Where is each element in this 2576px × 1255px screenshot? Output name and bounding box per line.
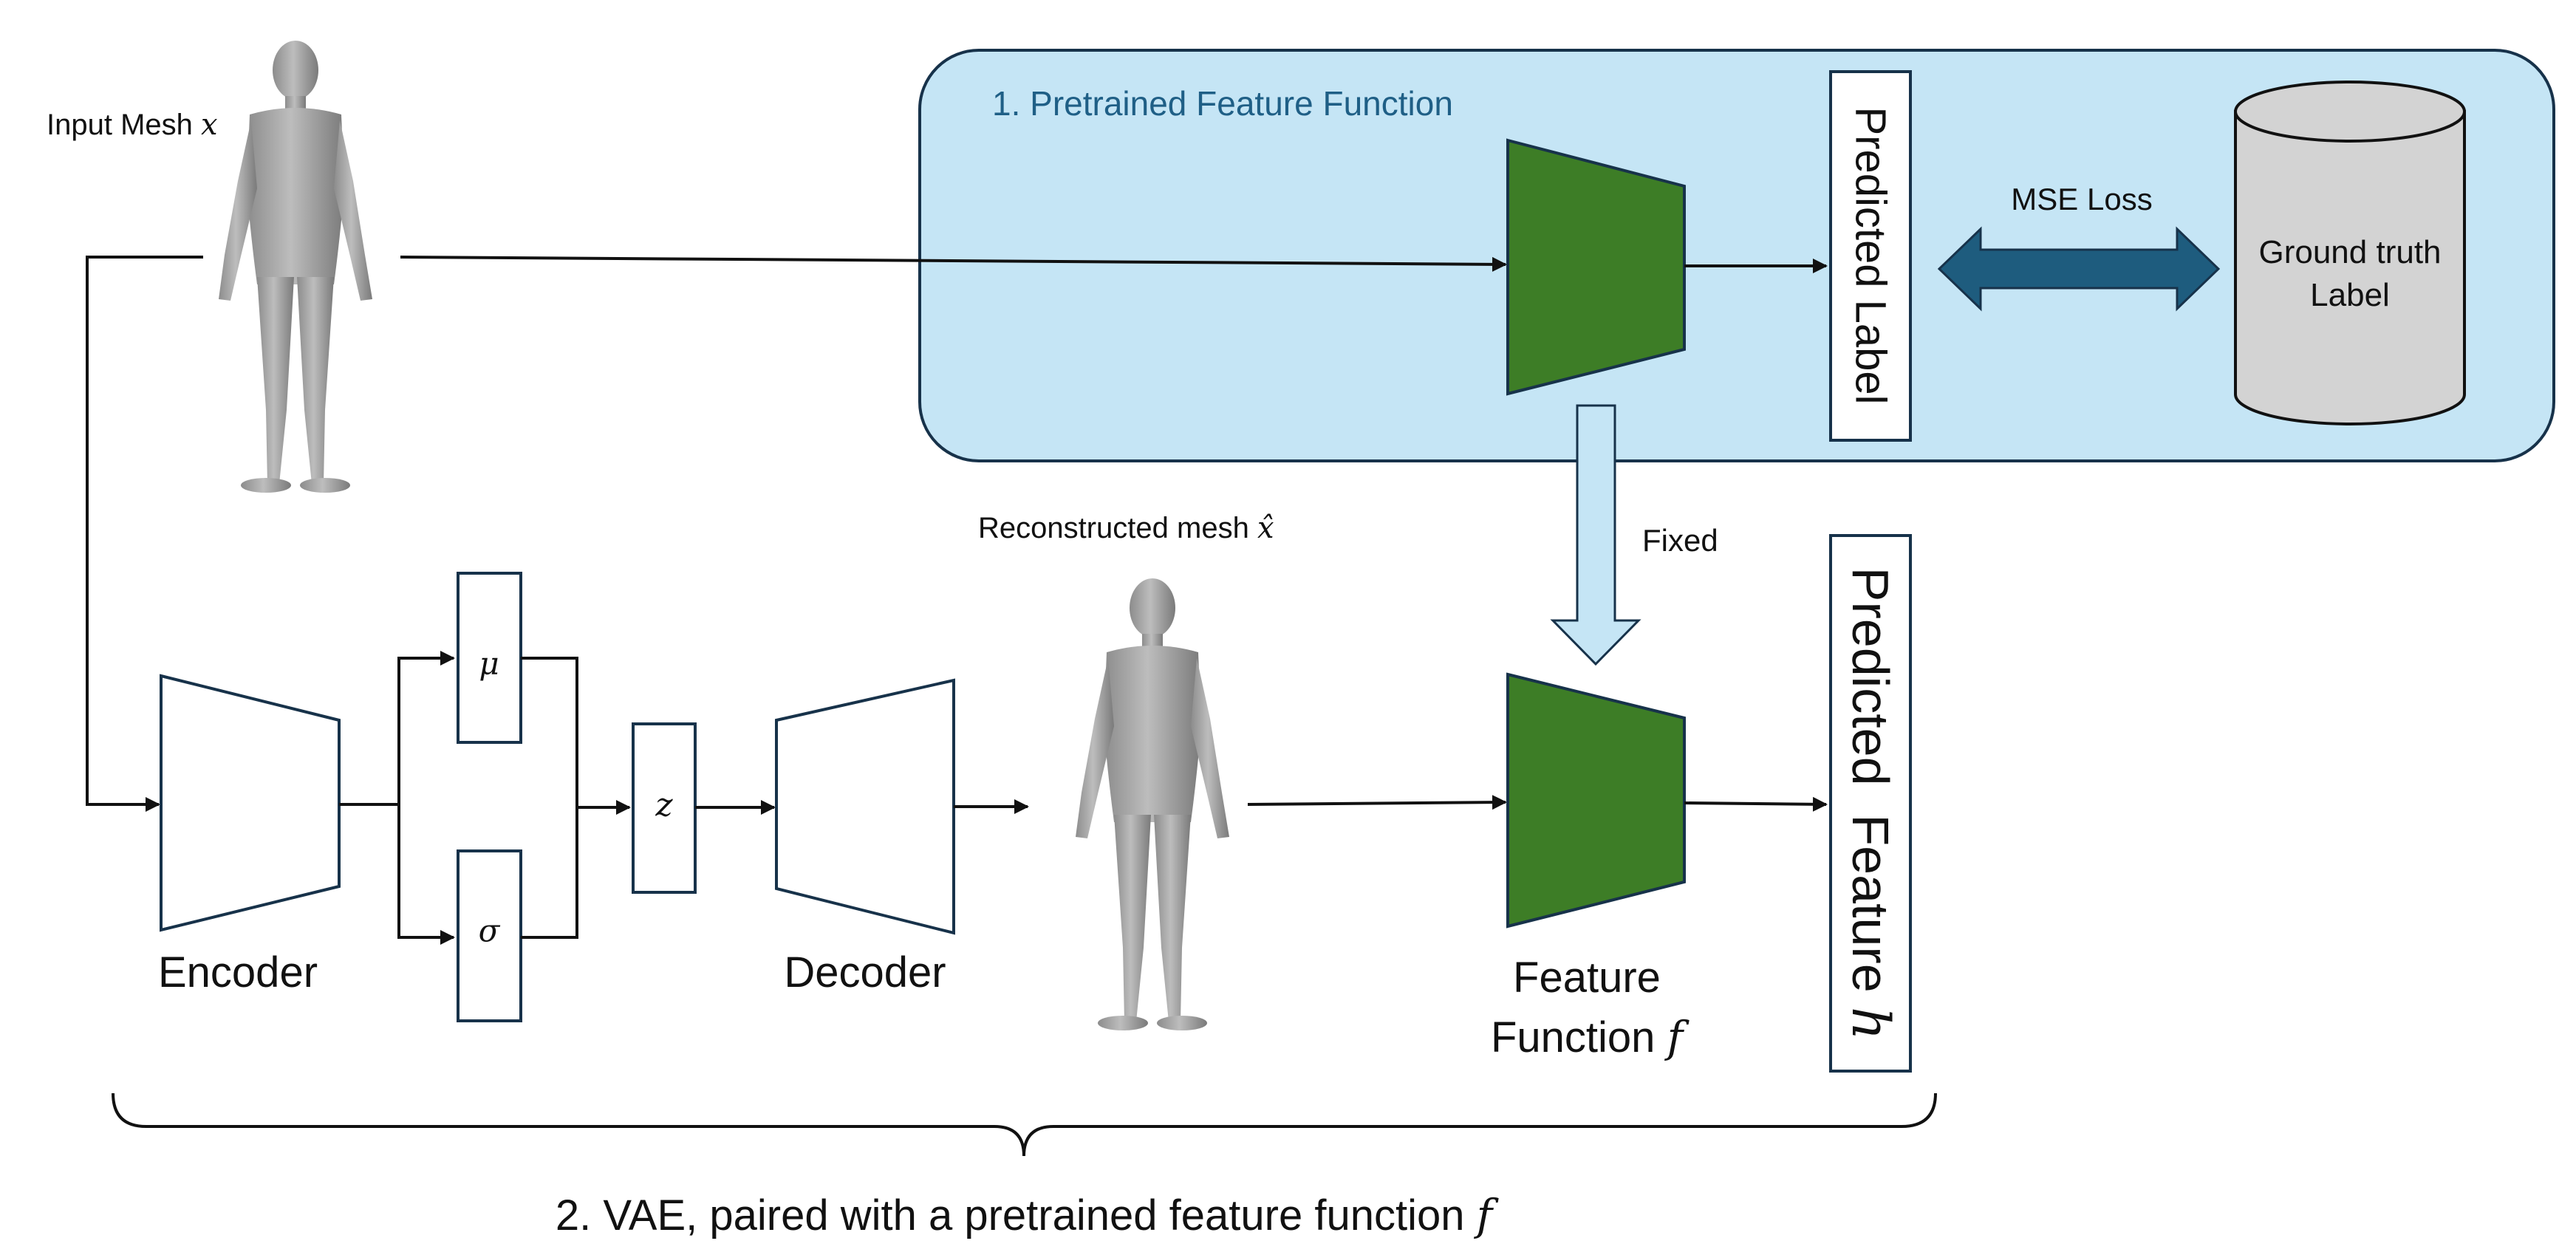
predicted-label-box	[1829, 70, 1912, 442]
split-to-mu-arrow	[397, 651, 455, 804]
sigma-to-z-line	[521, 807, 578, 939]
pretrained-panel	[918, 49, 2555, 462]
reconstructed-mesh-label: Reconstructed mesh x̂	[978, 511, 1274, 545]
feature-function-module	[1506, 672, 1686, 929]
input-mesh-label: Input Mesh x	[47, 108, 218, 142]
mse-loss-arrow	[1937, 226, 2221, 312]
ground-truth-label-line1: Ground truth	[2258, 234, 2441, 270]
predicted-feature-box	[1829, 534, 1912, 1073]
vae-caption: 2. VAE, paired with a pretrained feature…	[556, 1190, 1500, 1240]
feature-function-label-line1: Feature	[1513, 954, 1661, 1002]
mu-to-z-line	[521, 657, 578, 807]
mse-loss-label: MSE Loss	[2011, 182, 2152, 216]
ground-truth-label-line2: Label	[2310, 277, 2390, 313]
ground-truth-cylinder	[2234, 81, 2466, 425]
reconstructed-mesh-figure	[1076, 578, 1229, 1030]
input-to-pretrained-arrow	[400, 256, 1507, 272]
input-mesh-figure	[219, 41, 372, 493]
panel-title: 1. Pretrained Feature Function	[992, 84, 1453, 123]
feature-to-output-arrow	[1684, 796, 1828, 812]
mesh-to-feature-arrow	[1247, 795, 1507, 810]
fixed-label: Fixed	[1642, 523, 1718, 558]
sigma-label: σ	[479, 913, 501, 949]
decoder-block	[775, 678, 955, 935]
vae-brace	[112, 1092, 1937, 1157]
mu-label: μ	[479, 646, 499, 682]
fixed-weights-arrow	[1550, 404, 1641, 666]
feature-function-label-line2: Function f	[1491, 1012, 1690, 1062]
input-to-encoder-arrow	[86, 256, 203, 812]
encoder-label: Encoder	[158, 948, 318, 996]
predicted-label-text: Predicted Label	[1847, 106, 1895, 404]
pretrained-feature-module	[1506, 138, 1686, 396]
z-box	[632, 722, 697, 894]
predicted-feature-text: Predicted Feature h	[1840, 567, 1901, 1040]
decoder-label: Decoder	[784, 948, 946, 996]
z-label: z	[655, 787, 673, 824]
encoder-block	[160, 674, 341, 932]
split-to-sigma-arrow	[397, 804, 455, 945]
